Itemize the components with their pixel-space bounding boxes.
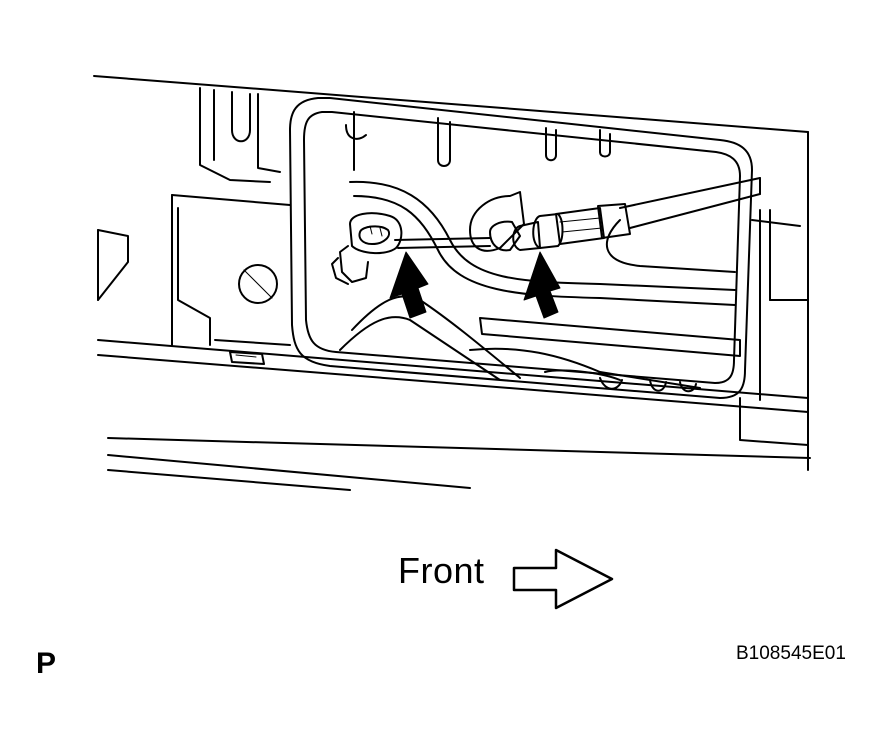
outline-right-arrow-icon xyxy=(512,548,614,610)
corner-letter: P xyxy=(36,647,57,680)
figure-code: B108545E01 xyxy=(736,643,846,664)
front-direction-label: Front xyxy=(398,550,485,591)
body-panel xyxy=(93,75,811,491)
left-bracket xyxy=(97,87,291,365)
cable-assembly xyxy=(331,177,761,285)
solid-black-arrow-icon xyxy=(389,251,561,319)
opening-frame xyxy=(289,97,801,401)
